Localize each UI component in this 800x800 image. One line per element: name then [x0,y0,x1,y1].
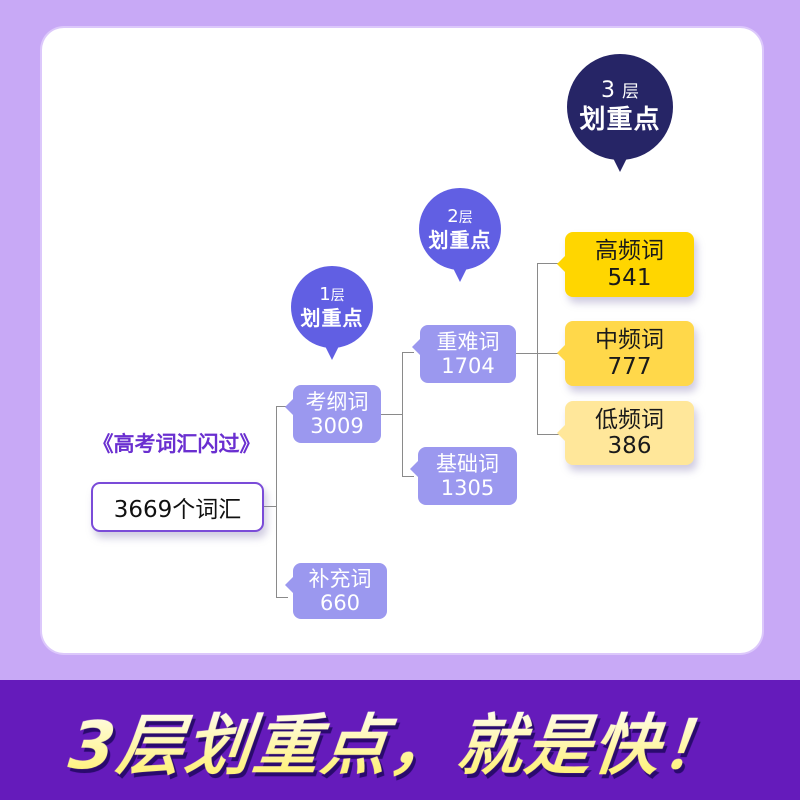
connector-l3-top [537,263,559,264]
bubble-num: 1 [319,284,331,306]
bubble-level-3: 3 层 划重点 [567,54,673,160]
connector-l1-v [276,406,277,597]
connector-l3-v [537,263,538,434]
slogan-text: 3层划重点，就是快！ [65,692,735,788]
connector-kgc-h [380,414,402,415]
node-label: 考纲词 [305,389,369,414]
node-mid-frequency-words[interactable]: 中频词 777 [557,321,694,386]
bubble-unit: 层 [458,210,473,227]
node-count: 541 [607,264,652,291]
node-count: 386 [607,433,652,459]
node-difficult-words[interactable]: 重难词 1704 [412,325,516,383]
book-title: 《高考词汇闪过》 [92,432,261,456]
node-high-frequency-words[interactable]: 高频词 541 [557,232,694,297]
node-count: 1704 [441,354,495,378]
bubble-unit: 层 [622,82,639,103]
bubble-level-2: 2层 划重点 [419,188,501,270]
node-count: 777 [607,353,652,380]
node-label: 高频词 [595,238,664,265]
bubble-level-1: 1层 划重点 [291,266,373,348]
connector-l3-bottom [537,434,559,435]
slogan-banner: 3层划重点，就是快！ [0,680,800,800]
bubble-num: 3 [601,78,615,104]
connector-l2-bottom [402,476,414,477]
node-basic-words[interactable]: 基础词 1305 [410,447,517,505]
bubble-text: 划重点 [300,305,364,330]
bubble-text: 划重点 [428,227,492,252]
connector-root-h [264,506,276,507]
node-label: 基础词 [436,451,499,476]
node-supplementary-words[interactable]: 补充词 660 [285,563,387,619]
bubble-text: 划重点 [579,104,661,135]
bubble-num: 2 [447,206,459,228]
bubble-unit: 层 [330,288,345,305]
node-label: 低频词 [595,406,664,433]
connector-l2-v [402,352,403,476]
node-count: 3009 [310,414,364,438]
node-count: 1305 [440,476,495,500]
connector-l1-top [276,406,288,407]
node-label: 补充词 [308,566,372,591]
node-low-frequency-words[interactable]: 低频词 386 [557,401,694,465]
connector-l1-bottom [276,597,288,598]
node-label: 重难词 [436,329,500,354]
root-node-label: 3669个词汇 [113,497,242,523]
node-kaogang-words[interactable]: 考纲词 3009 [285,385,381,443]
node-label: 中频词 [595,327,664,354]
root-node[interactable]: 3669个词汇 [91,482,264,532]
node-count: 660 [319,591,361,615]
connector-l2-top [402,352,414,353]
